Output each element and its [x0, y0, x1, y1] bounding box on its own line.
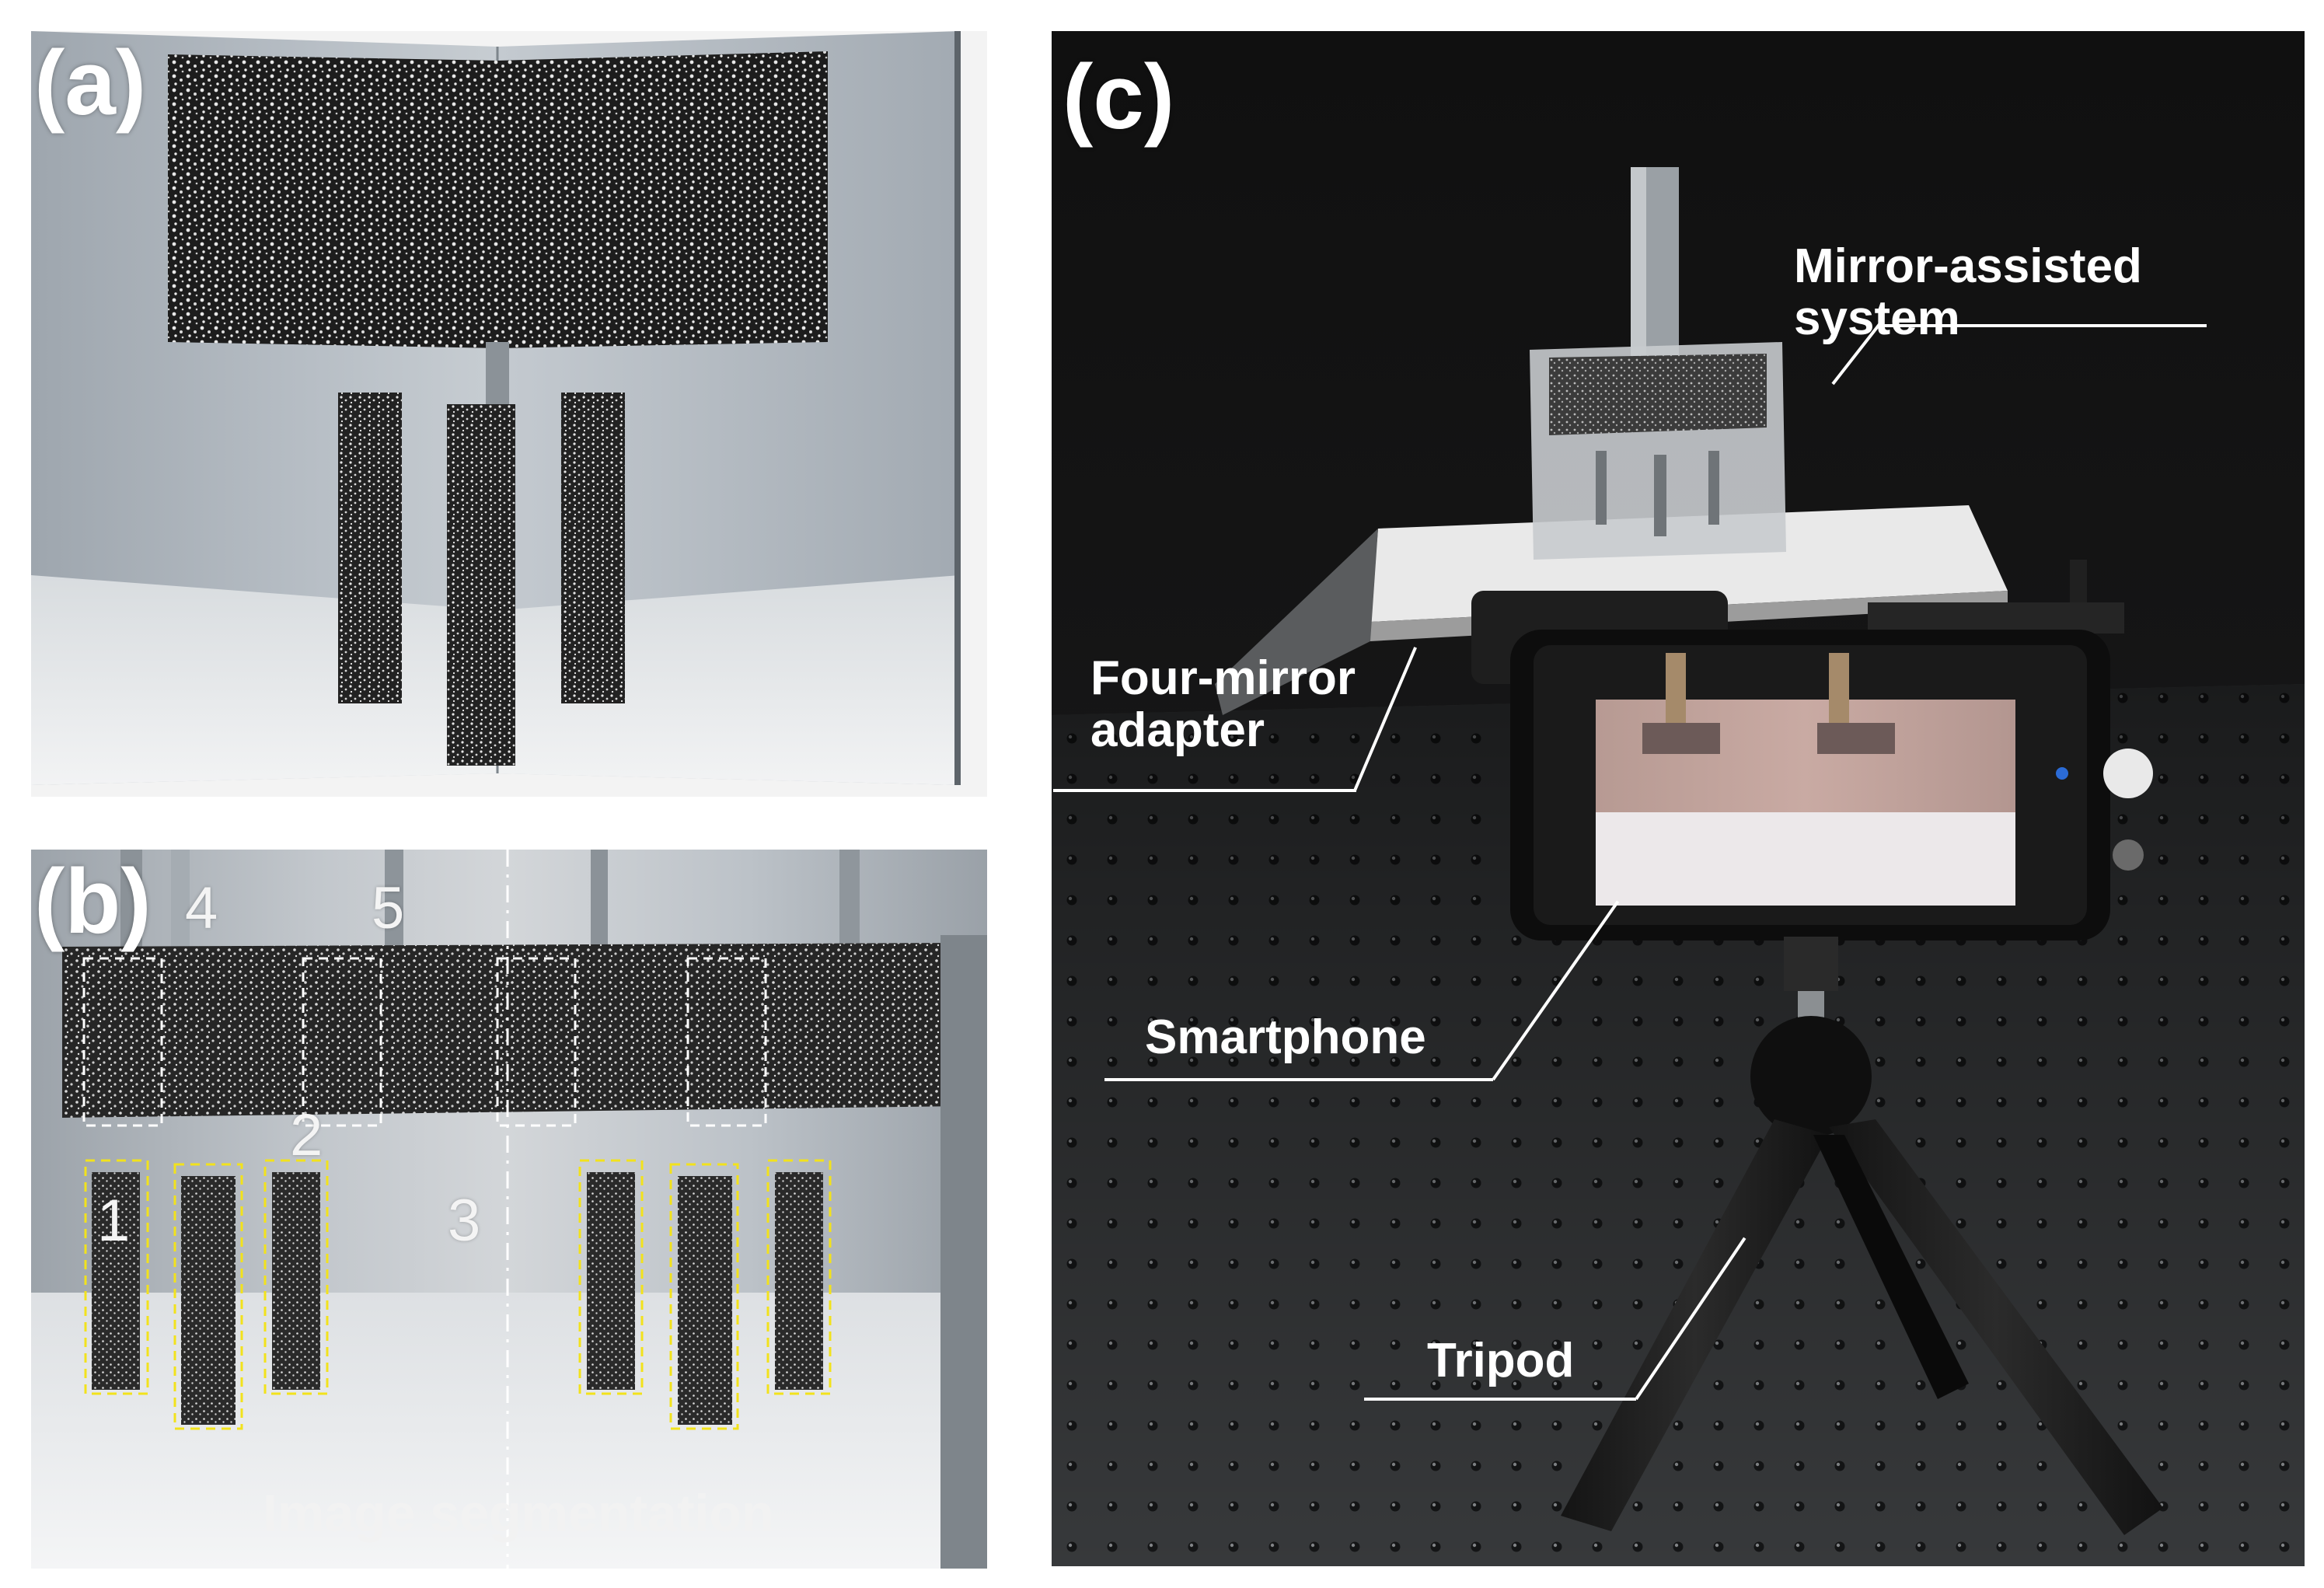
callout-smartphone: Smartphone [1145, 1010, 1426, 1064]
callout-tripod: Tripod [1427, 1334, 1575, 1387]
panel-a: (a) [31, 31, 987, 797]
roi-specimen-1 [84, 1159, 149, 1395]
region-number-5: 5 [372, 875, 405, 941]
leader-line-mirror-system-h [1878, 324, 2207, 327]
panel-a-label: (a) [34, 32, 147, 134]
segmented-image [31, 850, 987, 1569]
roi-specimen-2 [173, 1163, 243, 1430]
leader-line-tripod-h [1364, 1398, 1636, 1401]
panel-c-label: (c) [1063, 46, 1175, 148]
region-number-4: 4 [185, 875, 218, 941]
roi-backplate-4 [82, 957, 163, 1127]
region-number-1: 1 [97, 1188, 131, 1254]
panel-c: (c) Mirror-assisted system Four-mirror a… [1052, 31, 2305, 1566]
mirror-photo-a [31, 31, 961, 785]
leader-line-smartphone-h [1104, 1078, 1493, 1081]
roi-specimen-3 [263, 1159, 329, 1395]
panel-b-label: (b) [34, 850, 152, 953]
leader-line-adapter-h [1053, 789, 1356, 792]
segmentation-caption: Image segmentation [263, 1484, 774, 1543]
region-number-2: 2 [290, 1102, 323, 1168]
roi-backplate-5 [302, 957, 382, 1127]
region-number-3: 3 [448, 1188, 481, 1254]
callout-mirror-system: Mirror-assisted system [1794, 239, 2142, 345]
callout-adapter: Four-mirror adapter [1090, 651, 1356, 757]
setup-photo-c [1052, 31, 2305, 1566]
panel-b: (b) 4 5 2 1 3 Image segmentation [31, 850, 987, 1569]
